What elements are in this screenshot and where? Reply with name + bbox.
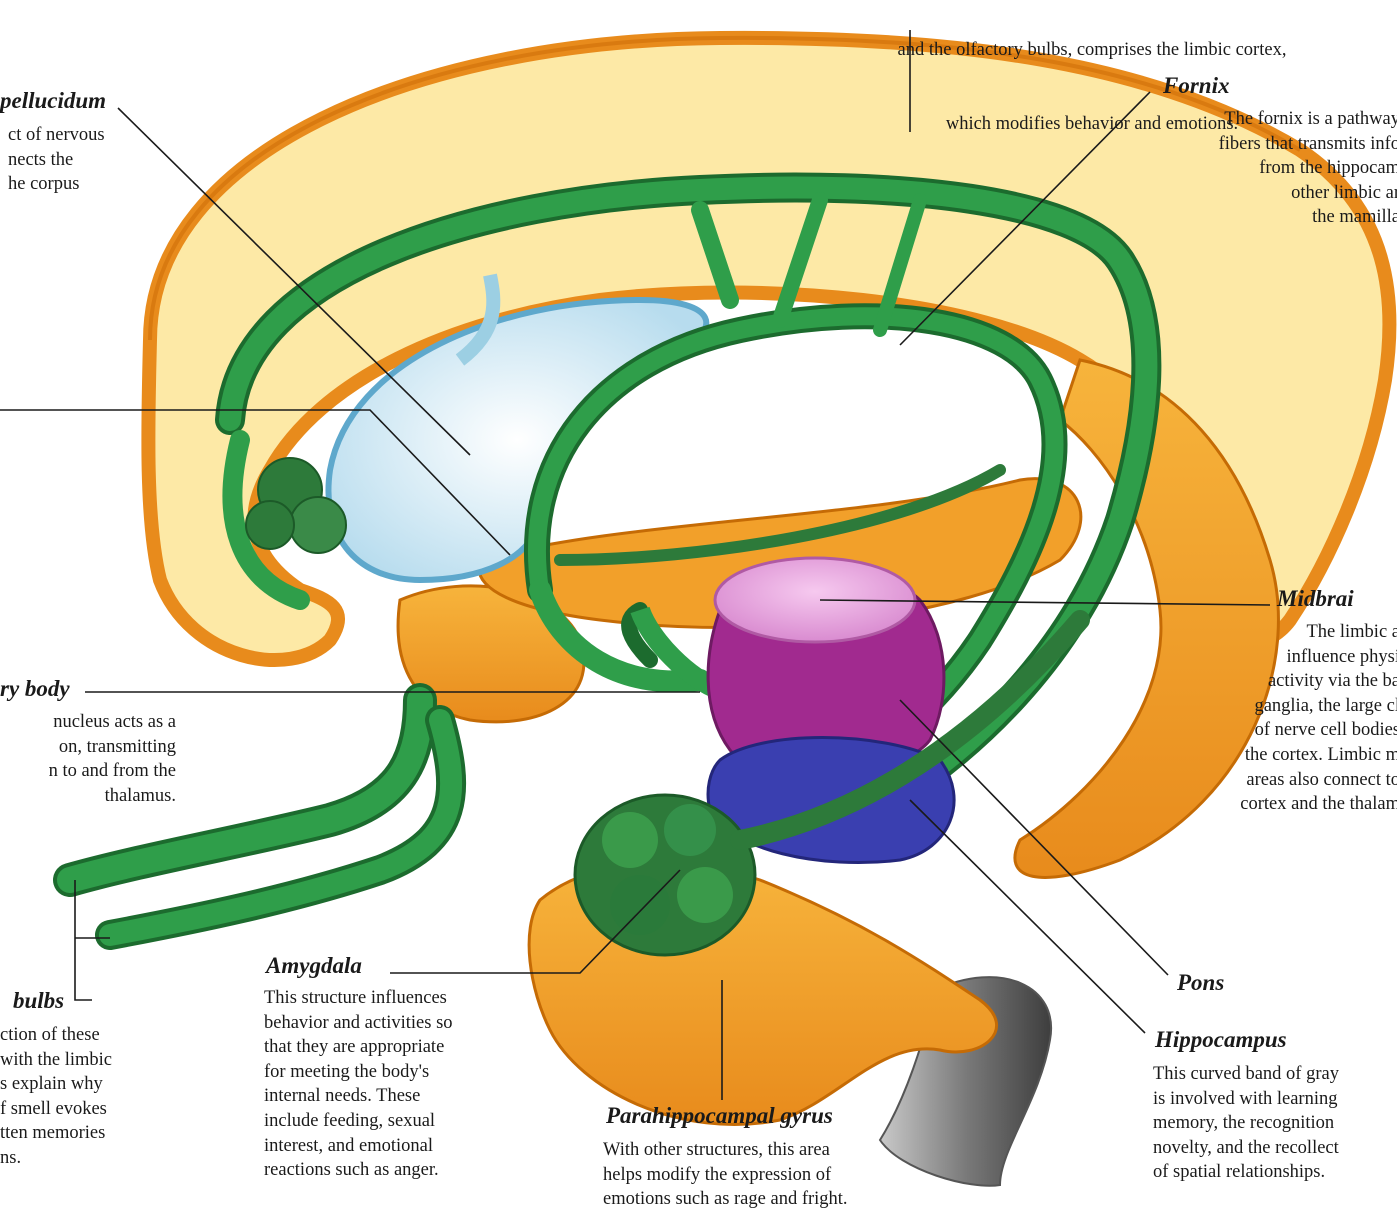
parahippocampal-gyrus-label: Parahippocampal gyrus xyxy=(606,1103,833,1129)
septum-pellucidum-label: pellucidum xyxy=(0,88,106,114)
fornix-description: The fornix is a pathway fibers that tran… xyxy=(1080,107,1397,230)
pons-label: Pons xyxy=(1177,970,1224,996)
parahippocampal-gyrus-description: With other structures, this area helps m… xyxy=(603,1138,848,1212)
amygdala-label: Amygdala xyxy=(266,953,362,979)
amygdala-description: This structure influences behavior and a… xyxy=(264,986,453,1183)
hippocampus-description: This curved band of gray is involved wit… xyxy=(1153,1062,1339,1185)
fornix-label: Fornix xyxy=(1163,73,1229,99)
septum-pellucidum-description: ct of nervous nects the he corpus xyxy=(8,123,105,197)
amygdala-shape xyxy=(575,795,755,955)
olfactory-bulbs-description: ction of these with the limbic s explain… xyxy=(0,1023,112,1171)
hippocampus-label: Hippocampus xyxy=(1155,1027,1287,1053)
mamillary-body-label: ry body xyxy=(0,676,70,702)
mamillary-body-description: nucleus acts as a on, transmitting n to … xyxy=(0,710,176,808)
olfactory-bulbs-label: bulbs xyxy=(13,988,64,1014)
limbic-cortex-line1: and the olfactory bulbs, comprises the l… xyxy=(822,38,1362,63)
midbrain-description: The limbic a influence physi activity vi… xyxy=(1140,620,1397,817)
midbrain-label: Midbrai xyxy=(1277,586,1354,612)
